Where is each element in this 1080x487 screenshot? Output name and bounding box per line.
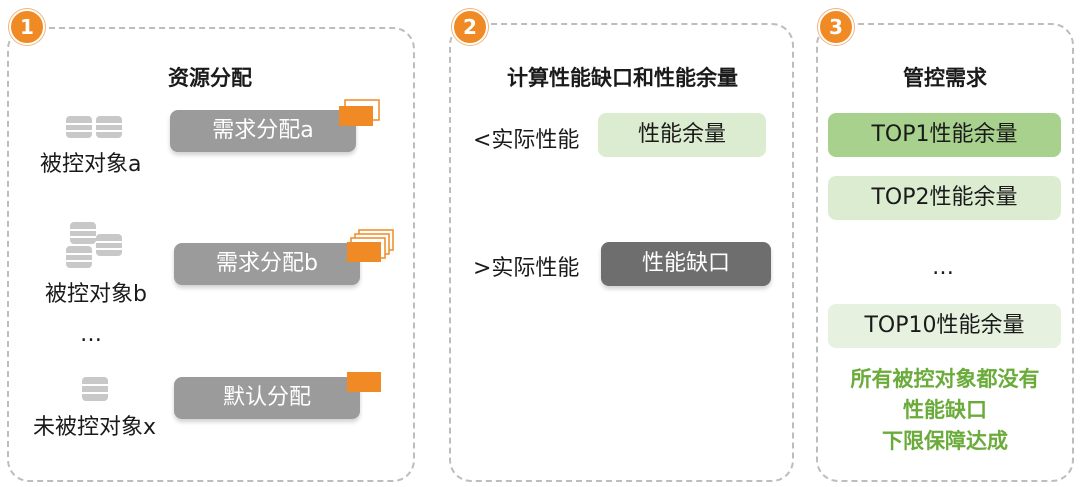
demand-allocation-a: 需求分配a: [170, 110, 356, 152]
panel1-ellipsis: …: [80, 322, 102, 347]
less-than-actual-label: <实际性能: [473, 128, 580, 153]
result-line-3: 下限保障达成: [882, 429, 1008, 453]
step-badge-1: 1: [9, 9, 45, 45]
top10-surplus: TOP10性能余量: [828, 304, 1061, 348]
step-badge-2: 2: [452, 9, 488, 45]
panel3-title: 管控需求: [903, 66, 987, 90]
default-allocation: 默认分配: [174, 377, 360, 419]
panel1-title: 资源分配: [168, 66, 252, 90]
top2-surplus: TOP2性能余量: [828, 176, 1061, 220]
flag-icon-x: [347, 372, 381, 392]
result-line-1: 所有被控对象都没有: [850, 367, 1040, 391]
panel-resource-allocation: [7, 27, 415, 482]
object-a-label: 被控对象a: [40, 152, 142, 177]
database-icon-b: [66, 222, 122, 268]
performance-gap-box: 性能缺口: [601, 242, 771, 286]
object-x-label: 未被控对象x: [33, 415, 157, 440]
performance-surplus-box: 性能余量: [598, 113, 766, 157]
flag-icon-a: [339, 99, 380, 126]
object-b-label: 被控对象b: [45, 282, 147, 307]
step-badge-3: 3: [818, 9, 854, 45]
demand-allocation-b: 需求分配b: [174, 243, 360, 285]
panel3-ellipsis: …: [932, 255, 954, 280]
database-icon-a: [66, 116, 122, 138]
panel-performance-calc: [449, 23, 794, 482]
database-icon-x: [82, 377, 108, 401]
top1-surplus: TOP1性能余量: [828, 113, 1061, 157]
result-text: 所有被控对象都没有 性能缺口 下限保障达成: [822, 364, 1068, 457]
panel-control-demand: [816, 23, 1074, 482]
flag-icon-b: [347, 229, 394, 262]
greater-than-actual-label: >实际性能: [473, 256, 580, 281]
panel2-title: 计算性能缺口和性能余量: [507, 66, 738, 90]
result-line-2: 性能缺口: [903, 398, 987, 422]
